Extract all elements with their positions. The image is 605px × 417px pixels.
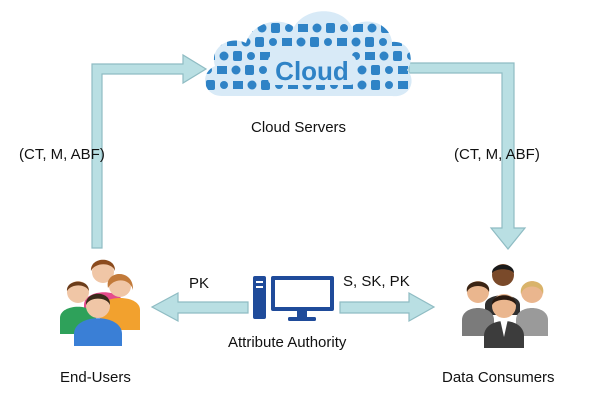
keys-edge-label: S, SK, PK [343, 273, 410, 290]
cloud-servers-label: Cloud Servers [251, 119, 347, 136]
cloud-icon: Cloud [205, 11, 412, 97]
cloud-word: Cloud [275, 56, 349, 86]
data-consumers-label: Data Consumers [442, 369, 555, 386]
keys-arrow [339, 291, 436, 323]
end-users-icon [60, 259, 140, 346]
download-edge-label: (CT, M, ABF) [454, 146, 540, 163]
pk-edge-label: PK [189, 275, 210, 292]
download-arrow [408, 62, 527, 250]
attribute-authority-label: Attribute Authority [228, 334, 347, 351]
computer-icon [253, 276, 334, 321]
data-consumers-icon [462, 264, 548, 348]
upload-arrow [91, 53, 208, 249]
end-users-label: End-Users [60, 369, 131, 386]
upload-edge-label: (CT, M, ABF) [19, 146, 105, 163]
pk-arrow [150, 291, 249, 323]
